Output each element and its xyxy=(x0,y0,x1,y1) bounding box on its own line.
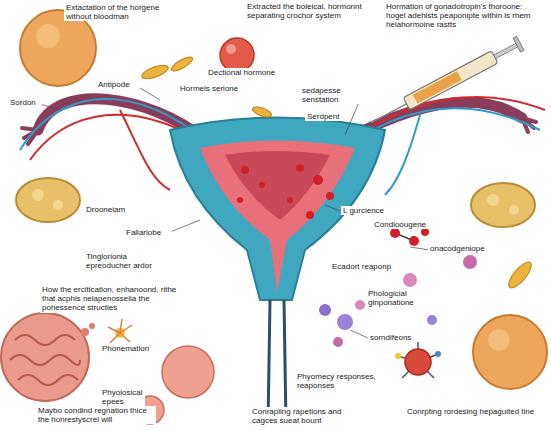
blood-cell xyxy=(287,197,293,203)
callout-label: Hormels serione xyxy=(178,84,248,93)
red-sphere xyxy=(220,38,254,72)
receptor-cell xyxy=(398,340,438,378)
syringe xyxy=(371,104,406,123)
ovary xyxy=(487,194,499,206)
blood-cell xyxy=(313,175,323,185)
blood-cell xyxy=(306,211,314,219)
callout-label: L gurcience xyxy=(341,206,391,215)
blood-cell xyxy=(259,182,265,188)
syringe xyxy=(513,36,524,52)
callout-label: Maybo condind regnation thice the honres… xyxy=(36,406,156,424)
capsule xyxy=(170,55,195,74)
receptor-cell xyxy=(405,349,431,375)
orange-sphere xyxy=(473,315,547,389)
molecule xyxy=(333,337,343,347)
ovary xyxy=(32,189,44,201)
callout-label: Extactation of the horgene without blood… xyxy=(64,3,179,21)
callout-label: Serdpent xyxy=(305,112,345,121)
ovary xyxy=(471,183,535,227)
cell xyxy=(89,323,95,329)
callout-label: Phyomecy responses, reaponses xyxy=(295,372,385,390)
capsule xyxy=(140,55,535,292)
leader-line xyxy=(350,330,368,338)
callout-label: Dectional hormone xyxy=(206,68,284,77)
leader-line xyxy=(140,88,160,100)
callout-label: Sordon xyxy=(8,98,42,107)
callout-label: Conrpting rordesing hepaguited tine xyxy=(405,407,545,416)
brain xyxy=(1,313,89,401)
callout-label: Phyolosical epees xyxy=(100,388,145,406)
leader-line xyxy=(325,205,340,211)
ovary xyxy=(53,200,63,210)
cell xyxy=(162,346,214,398)
molecule xyxy=(355,300,365,310)
uterus xyxy=(225,151,330,220)
callout-label: Phonemation xyxy=(100,344,155,353)
brain xyxy=(1,313,89,401)
molecule xyxy=(390,228,400,238)
molecule xyxy=(409,236,419,246)
callout-label: Condioougene xyxy=(372,220,432,229)
molecule xyxy=(319,304,331,316)
syringe xyxy=(403,51,498,110)
orange-sphere xyxy=(20,10,96,86)
capsule xyxy=(140,63,170,82)
blood-vessel xyxy=(385,115,420,195)
callout-label: sedapesse senstation xyxy=(300,86,380,104)
blood-cell xyxy=(237,197,243,203)
ovary xyxy=(16,178,80,222)
orange-sphere xyxy=(488,329,510,351)
receptor-cell xyxy=(435,351,441,357)
molecule xyxy=(421,228,429,236)
ovary xyxy=(509,205,519,215)
syringe xyxy=(494,43,518,58)
callout-label: Phologicial ginponatione xyxy=(366,289,442,307)
molecule xyxy=(463,255,477,269)
callout-label: Antipode xyxy=(96,80,140,89)
red-sphere xyxy=(220,38,254,72)
receptor-cell xyxy=(395,340,441,378)
blood-cell xyxy=(326,192,334,200)
leader-line xyxy=(40,104,60,110)
molecule xyxy=(337,314,353,330)
blood-cell xyxy=(237,164,334,219)
callout-label: onacodgeniope xyxy=(428,244,494,253)
callout-label: Hormation of gonadotropin's thoroone: ho… xyxy=(384,2,546,30)
orange-sphere xyxy=(36,24,60,48)
syringe xyxy=(367,36,524,129)
callout-label: Conrapling rapetions and cagces sueat bo… xyxy=(250,407,370,425)
red-sphere xyxy=(226,44,236,54)
callout-label: Ecadort reaponp xyxy=(330,262,400,271)
blood-cell xyxy=(296,164,304,172)
molecule xyxy=(403,273,417,287)
blood-cell xyxy=(241,166,249,174)
orange-sphere xyxy=(20,10,96,86)
syringe xyxy=(413,71,462,103)
leader-line xyxy=(345,100,360,135)
callout-label: How the ercitication, enhanoond, rithe t… xyxy=(40,285,180,313)
callout-label: sorndifeons xyxy=(368,333,420,342)
callout-label: Tinglorionia epreoducher ardor xyxy=(84,252,166,270)
brain xyxy=(10,335,80,385)
leader-line xyxy=(170,220,200,232)
leader-line xyxy=(410,247,430,250)
orange-sphere xyxy=(473,315,547,389)
capsule xyxy=(505,259,535,291)
callout-label: Drooneiam xyxy=(84,205,134,214)
blood-vessel xyxy=(120,110,170,190)
capsule xyxy=(251,105,273,119)
cell xyxy=(81,328,89,336)
receptor-cell xyxy=(395,353,401,359)
callout-label: Extracted the boleical, hormonnt separat… xyxy=(245,2,377,20)
cell xyxy=(108,319,132,343)
molecule xyxy=(427,315,437,325)
callout-label: Fallariobe xyxy=(124,228,172,237)
